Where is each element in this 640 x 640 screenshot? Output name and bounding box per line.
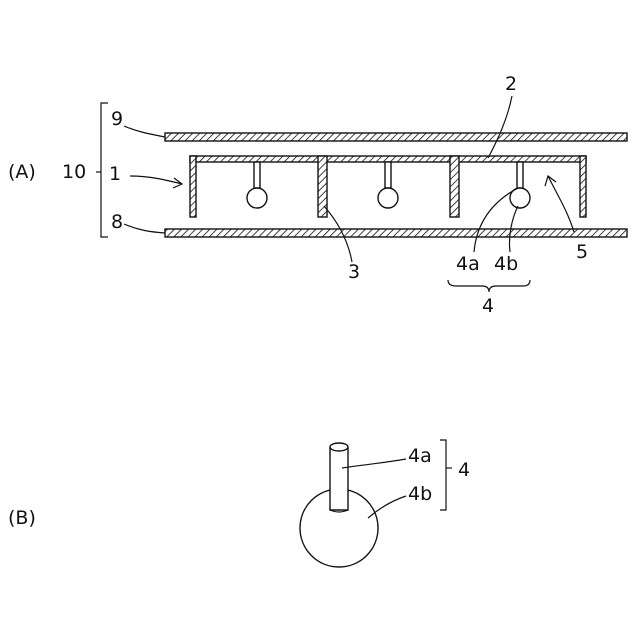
label-4a-b: 4a [408,445,432,467]
spacer-top-bar-2 [190,156,586,162]
ball-4b [247,188,267,208]
pin-shaft-4a [385,162,391,188]
leader-2 [488,96,512,158]
shaft-4a-enlarged [330,443,348,512]
label-2: 2 [505,73,517,95]
bottom-plate-8 [165,229,627,237]
pin-shaft-4a [517,162,523,188]
rib-3-b [450,156,459,217]
rib-3-left-end [190,156,196,217]
figure-b: (B) 4a 4b 4 [8,440,470,567]
label-4: 4 [482,295,494,317]
pin-member-right [510,162,530,208]
rib-3-right-end [580,156,586,217]
leader-9 [124,126,165,137]
label-8: 8 [111,211,123,233]
bracket-10 [96,103,108,237]
pin-shaft-4a [254,162,260,188]
leader-1-arrow [130,176,182,184]
leader-4a-b [342,459,406,468]
brace-4 [448,280,530,292]
panel-label-b: (B) [8,507,36,529]
leader-8 [124,224,165,233]
top-plate-9 [165,133,627,141]
ball-4b [378,188,398,208]
figure-a: (A) 10 9 8 [8,73,627,317]
label-5: 5 [576,241,588,263]
bracket-4-b [440,440,446,510]
pin-member-left [247,162,267,208]
pin-member-middle [378,162,398,208]
label-1: 1 [109,163,121,185]
label-4a: 4a [456,253,480,275]
leader-5-arrow [548,176,574,232]
panel-label-a: (A) [8,161,36,183]
label-9: 9 [111,108,123,130]
label-10: 10 [62,161,86,183]
label-4b-b: 4b [408,483,432,505]
label-3: 3 [348,261,360,283]
label-4b: 4b [494,253,518,275]
label-4-b: 4 [458,459,470,481]
